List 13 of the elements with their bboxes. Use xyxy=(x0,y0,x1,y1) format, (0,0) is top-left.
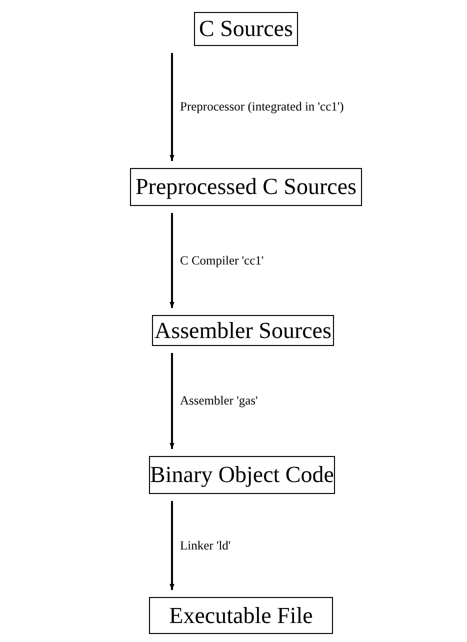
arrow xyxy=(170,53,174,161)
arrow xyxy=(170,501,174,590)
process-box: Binary Object Code xyxy=(149,456,335,494)
process-box: Assembler Sources xyxy=(152,315,334,346)
process-box: Preprocessed C Sources xyxy=(130,168,362,206)
edge-label: Linker 'ld' xyxy=(180,538,231,553)
process-box: Executable File xyxy=(149,597,333,634)
edge-label: Assembler 'gas' xyxy=(180,394,258,408)
process-box: C Sources xyxy=(194,12,298,46)
edge-label: Preprocessor (integrated in 'cc1') xyxy=(180,100,344,114)
arrow xyxy=(170,213,174,308)
edge-label: C Compiler 'cc1' xyxy=(180,253,264,268)
arrow xyxy=(170,353,174,449)
